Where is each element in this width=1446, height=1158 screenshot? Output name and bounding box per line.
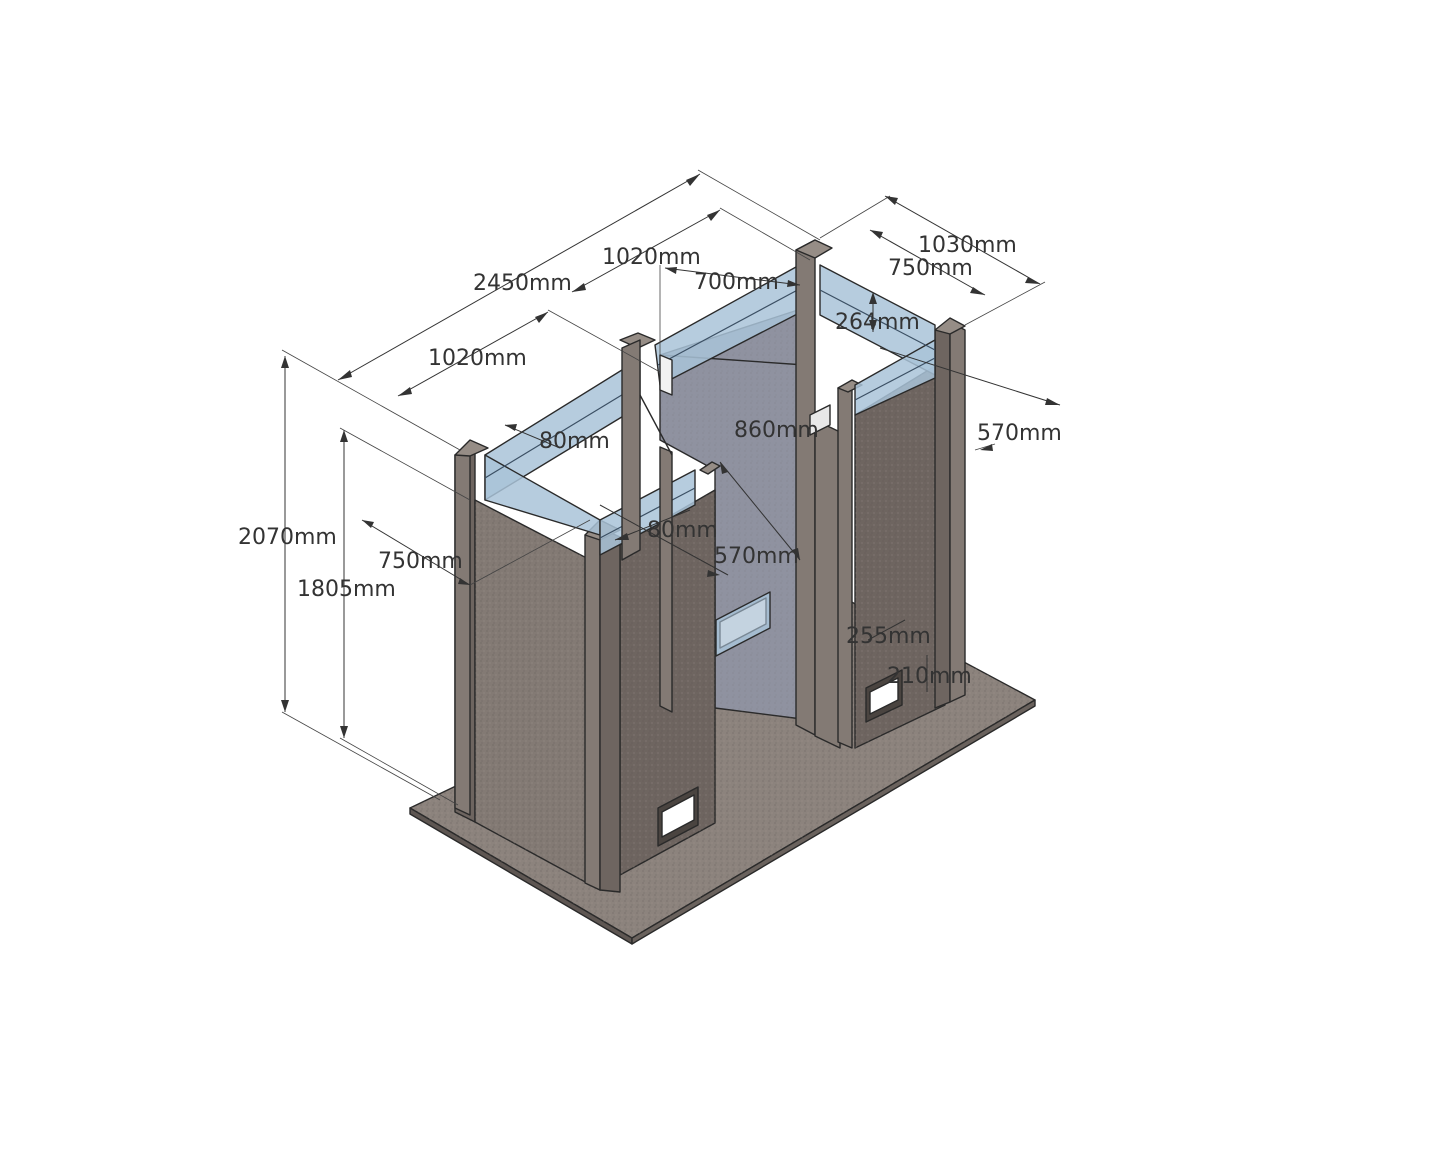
label-left-room-length: 1020mm: [428, 346, 527, 371]
label-wall-thickness-top: 80mm: [539, 429, 610, 454]
label-left-depth: 750mm: [378, 549, 463, 574]
label-opening-width: 860mm: [734, 418, 819, 443]
label-front-wall-depth: 570mm: [714, 544, 799, 569]
middle-pillar: [621, 339, 673, 713]
left-vent: [657, 786, 699, 847]
label-wall-height: 1805mm: [297, 577, 396, 602]
label-glass-height: 264mm: [835, 310, 920, 335]
right-block: [795, 239, 966, 749]
dimension-arrows: [281, 174, 1060, 738]
interior-window: [715, 591, 771, 657]
label-vent-width: 255mm: [846, 624, 931, 649]
label-wall-thickness-front: 80mm: [647, 518, 718, 543]
label-mid-length: 1020mm: [602, 245, 701, 270]
label-overall-height: 2070mm: [238, 525, 337, 550]
label-door-width: 700mm: [694, 270, 779, 295]
label-right-depth: 750mm: [888, 256, 973, 281]
label-vent-height: 210mm: [887, 664, 972, 689]
dimension-lines: [281, 169, 1061, 806]
label-overall-length: 2450mm: [473, 271, 572, 296]
label-right-wall-depth: 570mm: [977, 421, 1062, 446]
label-overall-depth: 1030mm: [918, 233, 1017, 258]
right-vent: [865, 669, 903, 723]
dimension-labels: 2450mm 1020mm 700mm 1030mm 750mm 264mm 1…: [238, 233, 1062, 689]
